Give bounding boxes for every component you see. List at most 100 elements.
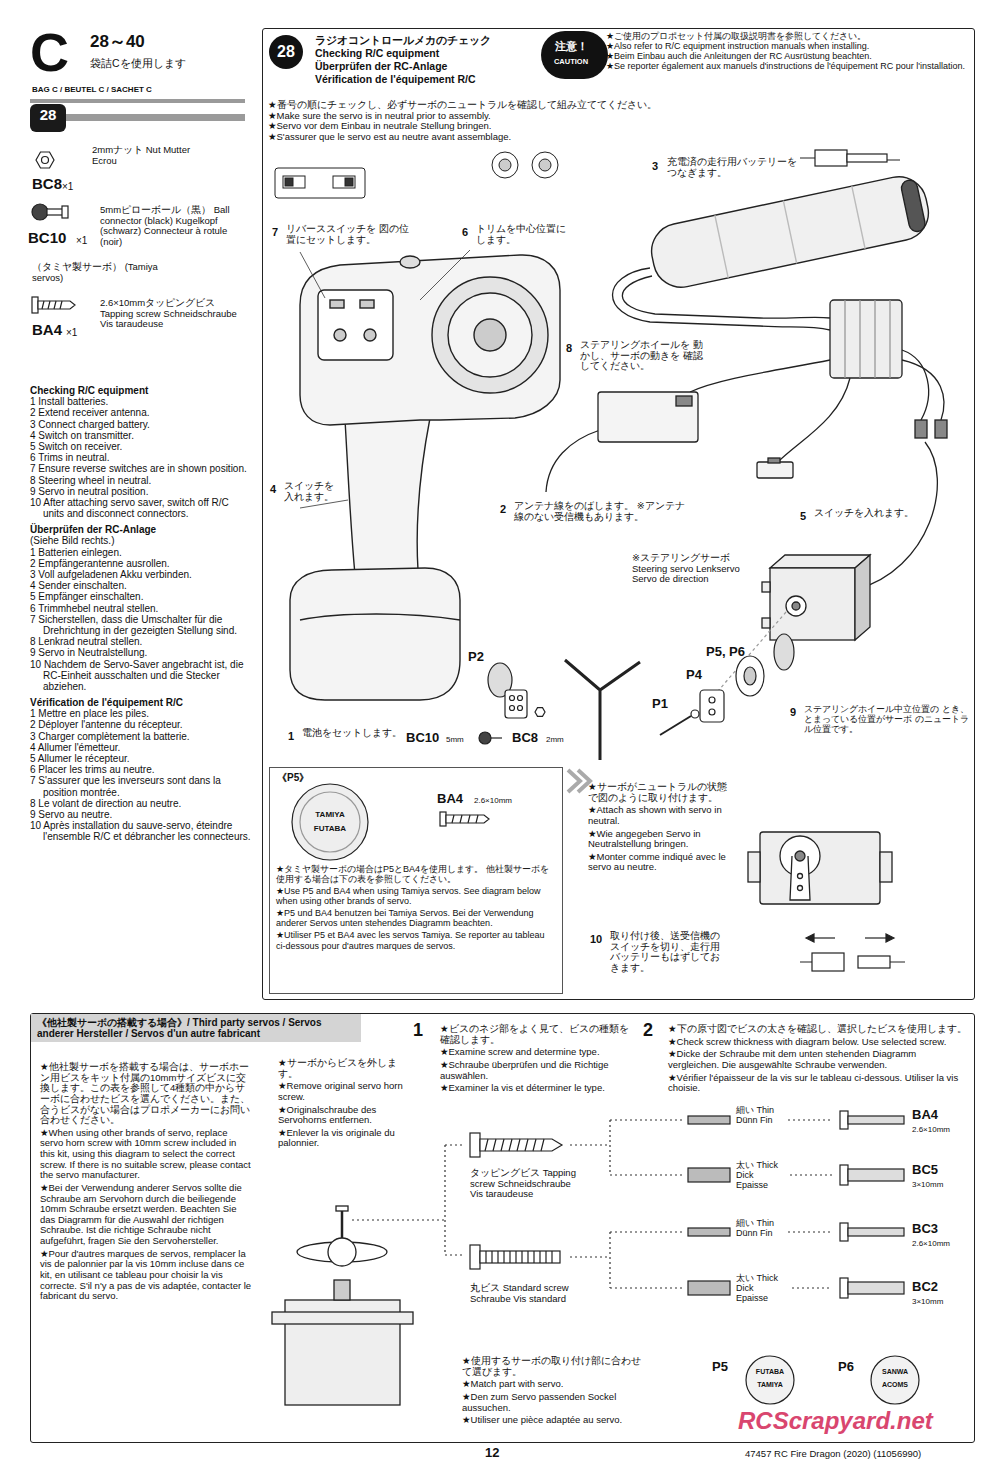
instruction-item: 6 Placer les trims au neutre. — [30, 764, 252, 775]
switch-unit — [757, 458, 793, 478]
instruction-item: 9 Servo in Neutralstellung. — [30, 647, 252, 658]
nut-icon — [42, 157, 49, 164]
screw-drawings — [688, 1116, 730, 1124]
instruction-item: 6 Trimmhebel neutral stellen. — [30, 603, 252, 614]
disconnect-icon — [806, 934, 814, 942]
instruction-text: ★Dicke der Schraube mit dem unten stehen… — [668, 1049, 968, 1070]
direction-arrow — [568, 770, 590, 792]
instruction-text: ★使用するサーボの取り付け部に合わせて選びます。 — [462, 1356, 647, 1377]
transmitter — [300, 255, 560, 425]
thickness-label: 太い Thick Dick Epaisse — [736, 1160, 786, 1190]
receiver — [598, 392, 698, 442]
step-title: Vérification de l'équipement R/C — [315, 74, 476, 86]
screw-drawings — [688, 1228, 730, 1236]
instruction-item: 7 Sicherstellen, dass die Umschalter für… — [30, 614, 252, 636]
screw-icon — [446, 815, 489, 823]
text-column: Checking R/C equipment1 Install batterie… — [30, 380, 252, 843]
page-number: 12 — [485, 1446, 515, 1461]
steering-servo — [855, 555, 870, 640]
trim-knob-icons — [492, 152, 558, 178]
wiring — [546, 430, 600, 492]
callout-number: 6 — [462, 226, 476, 238]
transmitter — [448, 293, 532, 377]
instruction-item: 10 After attaching servo saver, switch o… — [30, 497, 252, 519]
steering-linkage — [510, 696, 515, 701]
servo-saver-parts — [736, 656, 764, 696]
quantity: ×1 — [62, 181, 82, 192]
steering-linkage — [535, 708, 545, 717]
reverse-switch-inset — [345, 178, 353, 186]
callout-text: 電池をセットします。 — [302, 728, 422, 739]
callout-text: ステアリングホイール中立位置の とき、とまっている位置がサーボ のニュートラル位… — [804, 704, 972, 734]
instruction-text: ★S'assurer que le servo est au neutre av… — [268, 132, 688, 143]
dimension: 2mm — [546, 736, 570, 745]
screw-drawings — [688, 1168, 730, 1182]
part-code: P6 — [838, 1360, 864, 1375]
leader-line — [300, 250, 470, 508]
dotted-guide — [570, 1232, 682, 1288]
part-code: BC2 — [912, 1280, 956, 1295]
transmitter — [345, 418, 430, 575]
trim-knob-icons — [499, 159, 511, 171]
screw-drawings — [848, 1282, 904, 1294]
trim-knob-icons — [532, 152, 558, 178]
note: （タミヤ製サーボ） (Tamiya servos) — [32, 262, 172, 283]
instruction-item: 1 Install batteries. — [30, 396, 252, 407]
callout-text: トリムを中心位置に します。 — [476, 224, 576, 245]
transmitter — [432, 277, 548, 393]
transmitter — [290, 255, 560, 700]
callout-number: 5 — [800, 510, 814, 522]
ball-connector-icon — [32, 204, 68, 220]
callout-number: 4 — [270, 483, 284, 495]
panel-heading: 《他社製サーボの搭載する場合》/ Third party servos / Se… — [31, 1014, 361, 1042]
servo-drawing — [328, 1238, 356, 1266]
instruction-text: ★Bei der Verwendung anderer Servos sollt… — [40, 1183, 252, 1247]
dotted-guide — [352, 1120, 832, 1288]
part-code: P5 — [712, 1360, 738, 1375]
instruction-text: ★Servo vor dem Einbau in neutrale Stellu… — [268, 121, 688, 132]
reverse-switch-inset — [285, 178, 293, 186]
quantity: ×1 — [76, 235, 96, 246]
text-column: ★サーボからビスを外します。★Remove original servo hor… — [278, 1058, 406, 1151]
instruction-item: 4 Switch on transmitter. — [30, 430, 252, 441]
screw-icon — [38, 301, 75, 309]
speed-controller — [915, 420, 927, 438]
reverse-switch-inset — [275, 168, 365, 198]
instruction-item: 3 Voll aufgeladenen Akku verbinden. — [30, 569, 252, 580]
text-column: ★下の原寸図でビスの太さを確認し、選択したビスを使用します。★Check scr… — [668, 1024, 968, 1096]
step-number: 1 — [413, 1020, 435, 1040]
dotted-guide — [570, 1120, 682, 1175]
text-column: ★使用するサーボの取り付け部に合わせて選びます。★Match part with… — [462, 1356, 647, 1428]
screw-drawings — [848, 1169, 904, 1181]
reverse-switch-inset — [275, 168, 365, 198]
callout-number: 7 — [272, 226, 286, 238]
dotted-guide — [788, 1120, 832, 1288]
receiver — [676, 396, 692, 406]
brand-mark: FUTABA — [746, 1368, 794, 1376]
instruction-item: 10 Nachdem de Servo-Saver angebracht ist… — [30, 659, 252, 693]
wiring — [622, 276, 830, 318]
screw-icon — [32, 297, 38, 313]
screw-drawings — [486, 1251, 552, 1263]
thickness-label: 細い Thin Dünn Fin — [736, 1105, 784, 1125]
footer-code: 47457 RC Fire Dragon (2020) (11056990) — [745, 1449, 977, 1460]
screw-drawings — [485, 1139, 544, 1151]
step-title: Überprüfen der RC-Anlage — [315, 61, 447, 73]
servo-saver-parts — [709, 697, 715, 703]
instruction-item: 2 Déployer l'antenne du récepteur. — [30, 719, 252, 730]
callout-text: リバーススイッチを 図の位置にセットします。 — [286, 224, 416, 245]
instruction-item: 1 Batterien einlegen. — [30, 547, 252, 558]
brand-mark: TAMIYA — [746, 1381, 794, 1389]
trim-knob-icons — [539, 159, 551, 171]
battery-pack — [900, 179, 926, 233]
servo-saver-parts — [660, 716, 691, 735]
steering-linkage — [518, 696, 523, 701]
step-title: Checking R/C equipment — [315, 48, 439, 60]
screw-drawings — [470, 1133, 480, 1157]
instruction-item: 8 Le volant de direction au neutre. — [30, 798, 252, 809]
steering-servo — [762, 582, 770, 592]
instruction-text: ★Make sure the servo is in neutral prior… — [268, 111, 688, 122]
screw-icon — [452, 815, 478, 823]
servo-saver-parts — [774, 634, 794, 670]
header-rule — [30, 99, 245, 103]
